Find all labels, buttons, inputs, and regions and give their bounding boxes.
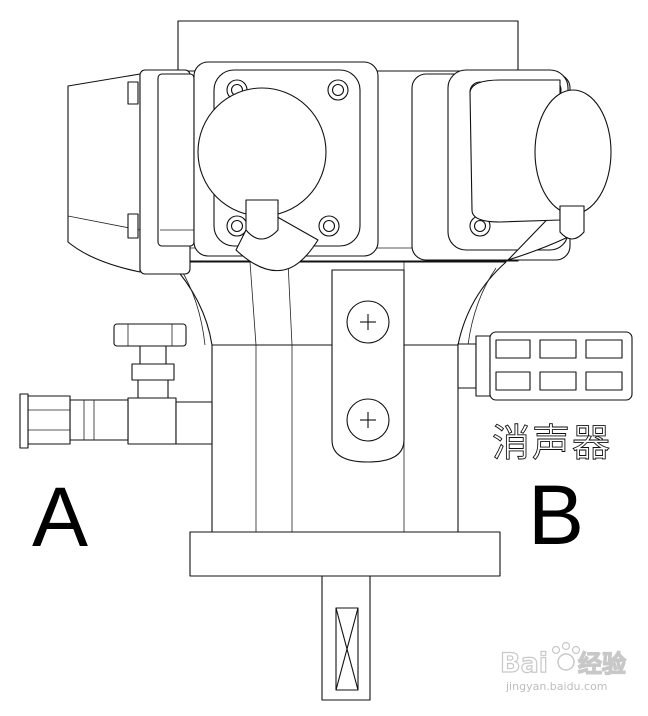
port-b-label: B [528, 468, 584, 562]
output-shaft [321, 575, 371, 701]
left-head [193, 61, 379, 272]
watermark-brand: Bai [500, 648, 548, 679]
right-head [411, 69, 612, 261]
center-plate [331, 269, 405, 463]
screw-upper [346, 300, 390, 344]
port-a-fitting [19, 323, 213, 449]
muffler-label: 消声器 [492, 421, 612, 465]
watermark-brand-cn: 经验 [578, 650, 626, 678]
screw-lower [346, 398, 390, 442]
watermark-url: jingyan.baidu.com [505, 680, 608, 693]
base-flange [189, 531, 501, 577]
muffler [457, 331, 633, 401]
paw-icon [551, 641, 581, 671]
watermark: Bai 经验 jingyan.baidu.com [499, 641, 627, 693]
port-a-label: A [32, 470, 88, 564]
left-side-cover [67, 69, 195, 275]
